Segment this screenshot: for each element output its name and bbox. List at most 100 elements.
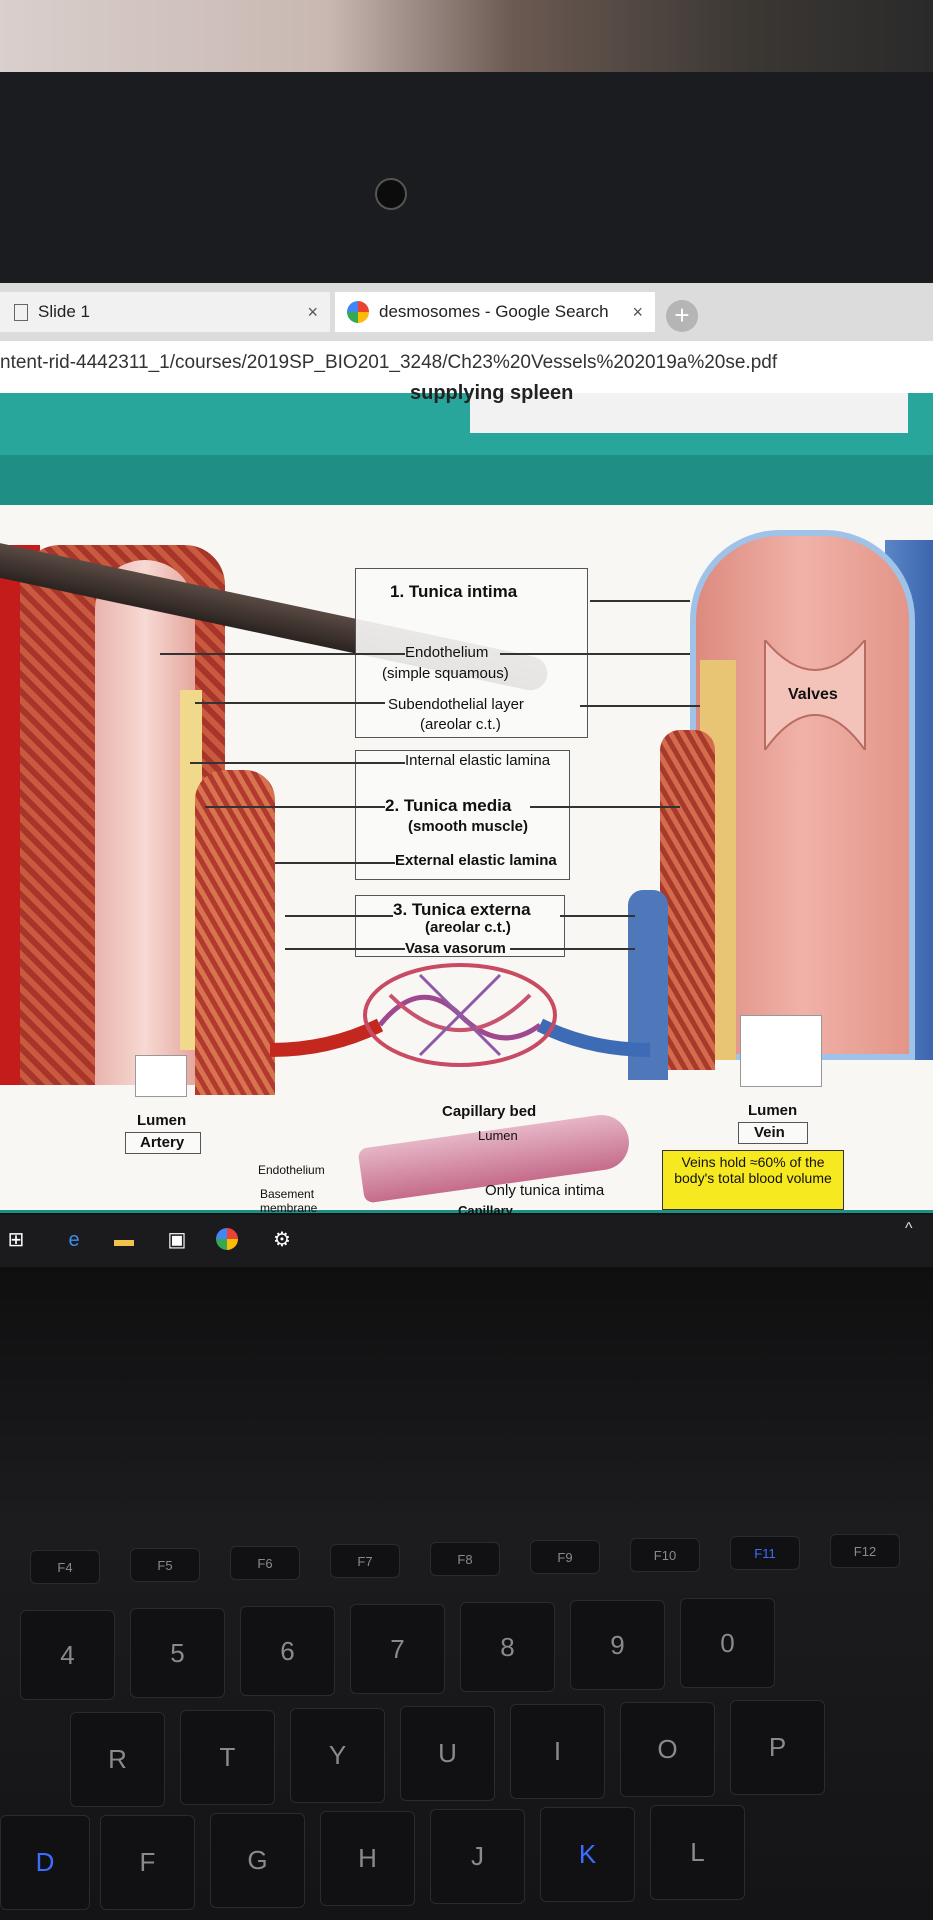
key-k[interactable]: K bbox=[540, 1807, 635, 1902]
key-f7[interactable]: F7 bbox=[330, 1544, 400, 1578]
key-f4[interactable]: F4 bbox=[30, 1550, 100, 1584]
key-f10[interactable]: F10 bbox=[630, 1538, 700, 1572]
file-explorer-icon[interactable]: ▬ bbox=[114, 1229, 134, 1251]
capillary-bed-label: Capillary bed bbox=[442, 1103, 537, 1120]
key-f8[interactable]: F8 bbox=[430, 1542, 500, 1576]
address-bar[interactable] bbox=[0, 341, 933, 394]
url-text: ntent-rid-4442311_1/courses/2019SP_BIO20… bbox=[0, 352, 778, 373]
tunica-media-box bbox=[355, 750, 570, 880]
google-icon bbox=[347, 301, 369, 323]
tunica-externa-box bbox=[355, 895, 565, 957]
leader-line bbox=[580, 705, 700, 707]
veins-note-box bbox=[662, 1150, 844, 1210]
vein-lumen bbox=[740, 1015, 822, 1087]
tab-slide-1[interactable]: Slide 1 × bbox=[0, 292, 330, 332]
leader-line bbox=[195, 702, 385, 704]
key-p[interactable]: P bbox=[730, 1700, 825, 1795]
key-u[interactable]: U bbox=[400, 1706, 495, 1801]
tab-close-icon[interactable]: × bbox=[307, 301, 318, 322]
internal-elastic-label: Internal elastic lamina bbox=[405, 752, 551, 769]
key-6[interactable]: 6 bbox=[240, 1606, 335, 1696]
leader-line bbox=[160, 653, 405, 655]
artery-lumen bbox=[135, 1055, 187, 1097]
key-f[interactable]: F bbox=[100, 1815, 195, 1910]
smooth-muscle-label: (smooth muscle) bbox=[408, 818, 529, 835]
artery-label-box bbox=[125, 1132, 201, 1154]
basement-label: Basement bbox=[260, 1187, 315, 1201]
key-f5[interactable]: F5 bbox=[130, 1548, 200, 1582]
edge-icon[interactable]: e bbox=[68, 1229, 80, 1251]
monitor-bezel bbox=[0, 72, 933, 302]
tunica-media-label: 2. Tunica media bbox=[385, 796, 512, 815]
webcam-icon bbox=[375, 178, 407, 210]
chrome-icon[interactable] bbox=[215, 1228, 239, 1252]
leader-line bbox=[560, 915, 635, 917]
artery-lumen-label: Lumen bbox=[137, 1112, 187, 1129]
previous-slide-box bbox=[470, 393, 908, 433]
key-f9[interactable]: F9 bbox=[530, 1540, 600, 1574]
subendothelial-label: Subendothelial layer bbox=[388, 696, 524, 713]
veins-note-text: Veins hold ≈60% of the body's total bloo… bbox=[674, 1154, 832, 1186]
leader-line bbox=[530, 806, 680, 808]
key-l[interactable]: L bbox=[650, 1805, 745, 1900]
tunica-intima-label: 1. Tunica intima bbox=[390, 582, 518, 601]
store-icon[interactable]: ▣ bbox=[167, 1229, 187, 1251]
vein-tunica-media bbox=[660, 730, 715, 1070]
key-r[interactable]: R bbox=[70, 1712, 165, 1807]
leader-line bbox=[285, 948, 405, 950]
key-d[interactable]: D bbox=[0, 1815, 90, 1910]
vein-label: Vein bbox=[754, 1124, 785, 1141]
tunica-externa-label: 3. Tunica externa bbox=[393, 900, 531, 919]
key-f6[interactable]: F6 bbox=[230, 1546, 300, 1580]
leader-line bbox=[590, 600, 690, 602]
key-t[interactable]: T bbox=[180, 1710, 275, 1805]
key-g[interactable]: G bbox=[210, 1813, 305, 1908]
capillary-bed-illustration bbox=[270, 963, 650, 1067]
capillary-label: Capillary bbox=[458, 1203, 513, 1218]
valves-illustration bbox=[764, 640, 866, 750]
tab-close-icon[interactable]: × bbox=[632, 301, 643, 322]
key-8[interactable]: 8 bbox=[460, 1602, 555, 1692]
leader-line bbox=[190, 762, 405, 764]
leader-line bbox=[285, 915, 393, 917]
key-y[interactable]: Y bbox=[290, 1708, 385, 1803]
areolar-externa-label: (areolar c.t.) bbox=[425, 919, 511, 936]
vein-label-box bbox=[738, 1122, 808, 1144]
membrane-label: membrane bbox=[260, 1201, 318, 1215]
key-9[interactable]: 9 bbox=[570, 1600, 665, 1690]
chevron-up-icon[interactable]: ^ bbox=[905, 1220, 913, 1237]
capillary-endothelium-label: Endothelium bbox=[258, 1163, 325, 1177]
previous-slide-text: supplying spleen bbox=[410, 382, 574, 404]
key-f11[interactable]: F11 bbox=[730, 1536, 800, 1570]
key-i[interactable]: I bbox=[510, 1704, 605, 1799]
key-5[interactable]: 5 bbox=[130, 1608, 225, 1698]
leader-line bbox=[205, 806, 385, 808]
settings-icon[interactable]: ⚙ bbox=[273, 1229, 291, 1251]
tab-desmosomes-search[interactable]: desmosomes - Google Search × bbox=[335, 292, 655, 332]
task-view-icon[interactable]: ⊞ bbox=[7, 1229, 25, 1251]
vasa-vasorum-label: Vasa vasorum bbox=[405, 940, 506, 957]
key-j[interactable]: J bbox=[430, 1809, 525, 1904]
capillary-lumen-label: Lumen bbox=[478, 1128, 518, 1143]
only-tunica-intima-label: Only tunica intima bbox=[485, 1182, 605, 1199]
tab-label: Slide 1 bbox=[38, 302, 90, 321]
windows-taskbar bbox=[0, 1215, 933, 1267]
vein-lumen-label: Lumen bbox=[748, 1102, 798, 1119]
leader-line bbox=[500, 653, 690, 655]
key-7[interactable]: 7 bbox=[350, 1604, 445, 1694]
new-tab-button[interactable]: + bbox=[666, 300, 698, 332]
artery-tunica-media bbox=[195, 770, 275, 1095]
key-0[interactable]: 0 bbox=[680, 1598, 775, 1688]
artery-label: Artery bbox=[140, 1134, 185, 1151]
leader-line bbox=[510, 948, 635, 950]
areolar-label: (areolar c.t.) bbox=[420, 716, 501, 733]
valves-label: Valves bbox=[788, 686, 838, 703]
document-icon bbox=[14, 303, 28, 321]
key-4[interactable]: 4 bbox=[20, 1610, 115, 1700]
simple-squamous-label: (simple squamous) bbox=[382, 665, 509, 682]
key-f12[interactable]: F12 bbox=[830, 1534, 900, 1568]
external-elastic-label: External elastic lamina bbox=[395, 852, 557, 869]
key-o[interactable]: O bbox=[620, 1702, 715, 1797]
artery-tunica-intima bbox=[95, 560, 195, 1085]
key-h[interactable]: H bbox=[320, 1811, 415, 1906]
